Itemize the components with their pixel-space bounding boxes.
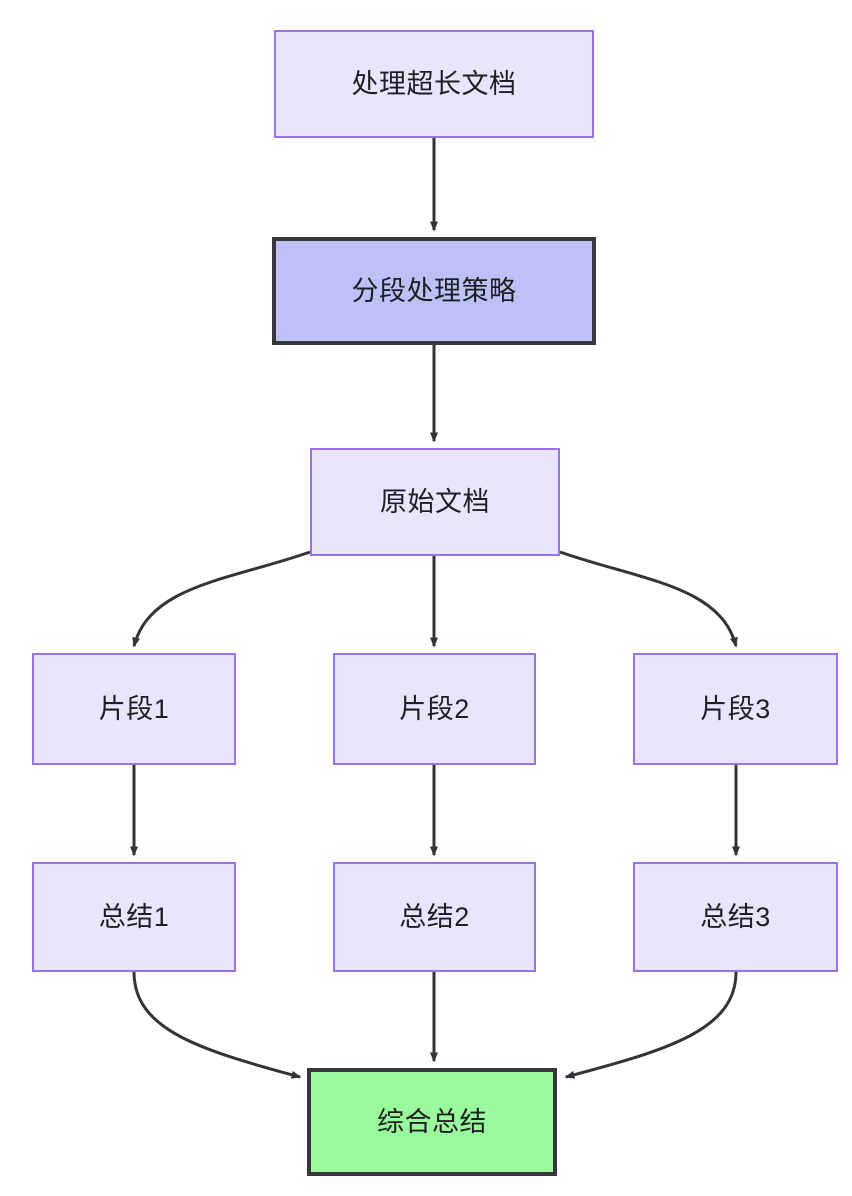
edge-source-to-chunk1 <box>132 550 311 648</box>
node-label: 片段1 <box>98 693 170 724</box>
node-label: 分段处理策略 <box>351 275 517 306</box>
node-chunk-1[interactable]: 片段1 <box>32 653 236 765</box>
node-summary-3[interactable]: 总结3 <box>633 862 838 972</box>
node-chunking-strategy[interactable]: 分段处理策略 <box>272 237 596 345</box>
node-chunk-3[interactable]: 片段3 <box>633 653 838 765</box>
node-process-long-document[interactable]: 处理超长文档 <box>274 30 594 138</box>
node-label: 总结3 <box>700 901 771 932</box>
node-label: 原始文档 <box>380 486 490 517</box>
node-summary-1[interactable]: 总结1 <box>32 862 236 972</box>
node-summary-2[interactable]: 总结2 <box>333 862 536 972</box>
node-label: 片段2 <box>399 693 470 724</box>
node-label: 总结2 <box>399 901 470 932</box>
node-source-document[interactable]: 原始文档 <box>310 448 560 556</box>
node-label: 片段3 <box>700 693 771 724</box>
node-combined-summary[interactable]: 综合总结 <box>307 1068 557 1176</box>
node-chunk-2[interactable]: 片段2 <box>333 653 536 765</box>
edge-sum3-to-final <box>564 971 738 1079</box>
node-label: 总结1 <box>98 901 170 932</box>
node-label: 处理超长文档 <box>351 68 517 99</box>
edge-source-to-chunk3 <box>559 550 738 648</box>
node-label: 综合总结 <box>377 1106 487 1137</box>
edge-sum1-to-final <box>132 971 302 1079</box>
